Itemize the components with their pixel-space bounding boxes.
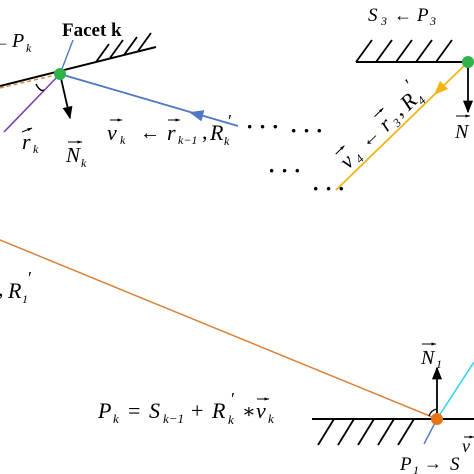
incoming-ray-k — [0, 73, 61, 89]
facet-k-surface — [0, 46, 157, 87]
label-n-right: N — [454, 114, 471, 143]
svg-text:′: ′ — [28, 268, 32, 288]
svg-text:r: r — [167, 120, 176, 145]
svg-text:k: k — [224, 134, 230, 148]
equation-pk: P k = S k−1 + R k ′ ∗ v k — [97, 389, 274, 427]
facet-1 — [0, 239, 474, 446]
label-v4-r3-r4: v 4 ← r 3 , R 4 ′ — [334, 75, 428, 173]
svg-text:P: P — [11, 30, 24, 52]
angle-arc-k — [35, 83, 45, 92]
svg-text:1: 1 — [436, 357, 442, 371]
svg-text:←: ← — [140, 122, 160, 144]
svg-text:N: N — [65, 143, 81, 167]
ellipsis-2: · · · — [290, 118, 323, 143]
svg-text:→: → — [424, 453, 442, 473]
facet-k-pointer — [59, 39, 74, 75]
svg-text:k: k — [228, 412, 234, 427]
label-r1-left: , R 1 ′ — [0, 268, 32, 306]
svg-text:=: = — [128, 398, 140, 423]
label-vk-rk-rk: v k ← r k−1 , R k ′ — [107, 111, 232, 148]
ellipsis-3: · · · — [268, 158, 301, 183]
reflected-ray-1 — [436, 361, 474, 420]
svg-text:P: P — [97, 398, 111, 423]
svg-text:1: 1 — [22, 292, 28, 306]
svg-text:←: ← — [0, 31, 10, 51]
svg-text:N: N — [454, 121, 470, 143]
svg-text:S: S — [450, 454, 460, 474]
svg-text:r: r — [22, 129, 31, 154]
svg-text:P: P — [399, 454, 412, 474]
intersection-point-3 — [462, 56, 474, 68]
svg-text:v: v — [462, 436, 470, 456]
svg-text:S: S — [149, 398, 160, 423]
label-p-k-top: ← P k — [0, 30, 32, 55]
svg-text:k−1: k−1 — [178, 133, 197, 147]
ray-v-k-arrowhead — [189, 110, 205, 122]
ray-v-k — [59, 73, 239, 127]
facet-k — [0, 32, 239, 133]
svg-text:+: + — [191, 398, 203, 423]
svg-text:v: v — [256, 398, 266, 423]
ray-r-1 — [0, 239, 438, 420]
label-facet-k: Facet k — [62, 20, 122, 41]
svg-text:v: v — [107, 120, 117, 145]
svg-text:P: P — [416, 5, 429, 26]
svg-text:N: N — [420, 347, 436, 369]
svg-text:k: k — [113, 411, 119, 426]
svg-text:′: ′ — [231, 389, 235, 409]
label-n-k: N k — [65, 140, 87, 170]
label-v-vec: v — [462, 435, 474, 456]
ellipsis-4: · · · — [312, 176, 345, 201]
facet-3 — [335, 39, 474, 191]
label-p1-s1: P 1 → S — [399, 453, 460, 474]
label-s3-p3: S 3 ← P 3 — [368, 5, 436, 28]
svg-text:←: ← — [394, 5, 412, 25]
svg-text:,: , — [0, 276, 4, 301]
facet-1-hatching — [317, 418, 415, 446]
svg-text:k: k — [120, 133, 126, 147]
facet-k-hatching — [95, 32, 152, 63]
intersection-point-1 — [431, 413, 443, 425]
angle-arc-1 — [428, 408, 438, 417]
svg-text:R: R — [211, 398, 226, 423]
svg-text:k−1: k−1 — [163, 411, 184, 426]
ray-v-4-arrowhead — [433, 80, 449, 96]
svg-text:1: 1 — [413, 463, 419, 474]
svg-text:′: ′ — [228, 111, 232, 131]
facet-3-hatching — [355, 39, 453, 63]
svg-text:R: R — [7, 278, 22, 303]
svg-text:∗: ∗ — [242, 401, 256, 423]
svg-text:3: 3 — [429, 14, 436, 28]
ray-r-k — [3, 73, 61, 133]
svg-text:,: , — [202, 119, 208, 144]
label-n1: N 1 — [420, 342, 442, 371]
ellipsis-1: · · · — [246, 114, 279, 139]
svg-text:k: k — [26, 41, 32, 55]
svg-text:k: k — [268, 411, 274, 426]
svg-text:S: S — [368, 5, 378, 26]
svg-text:k: k — [81, 156, 87, 170]
svg-text:3: 3 — [380, 14, 387, 28]
intersection-point-k — [54, 68, 66, 80]
normal-nk-arrow — [59, 73, 73, 120]
svg-text:k: k — [33, 142, 39, 156]
label-r-k: r k — [21, 127, 39, 156]
svg-text:R: R — [209, 120, 224, 145]
